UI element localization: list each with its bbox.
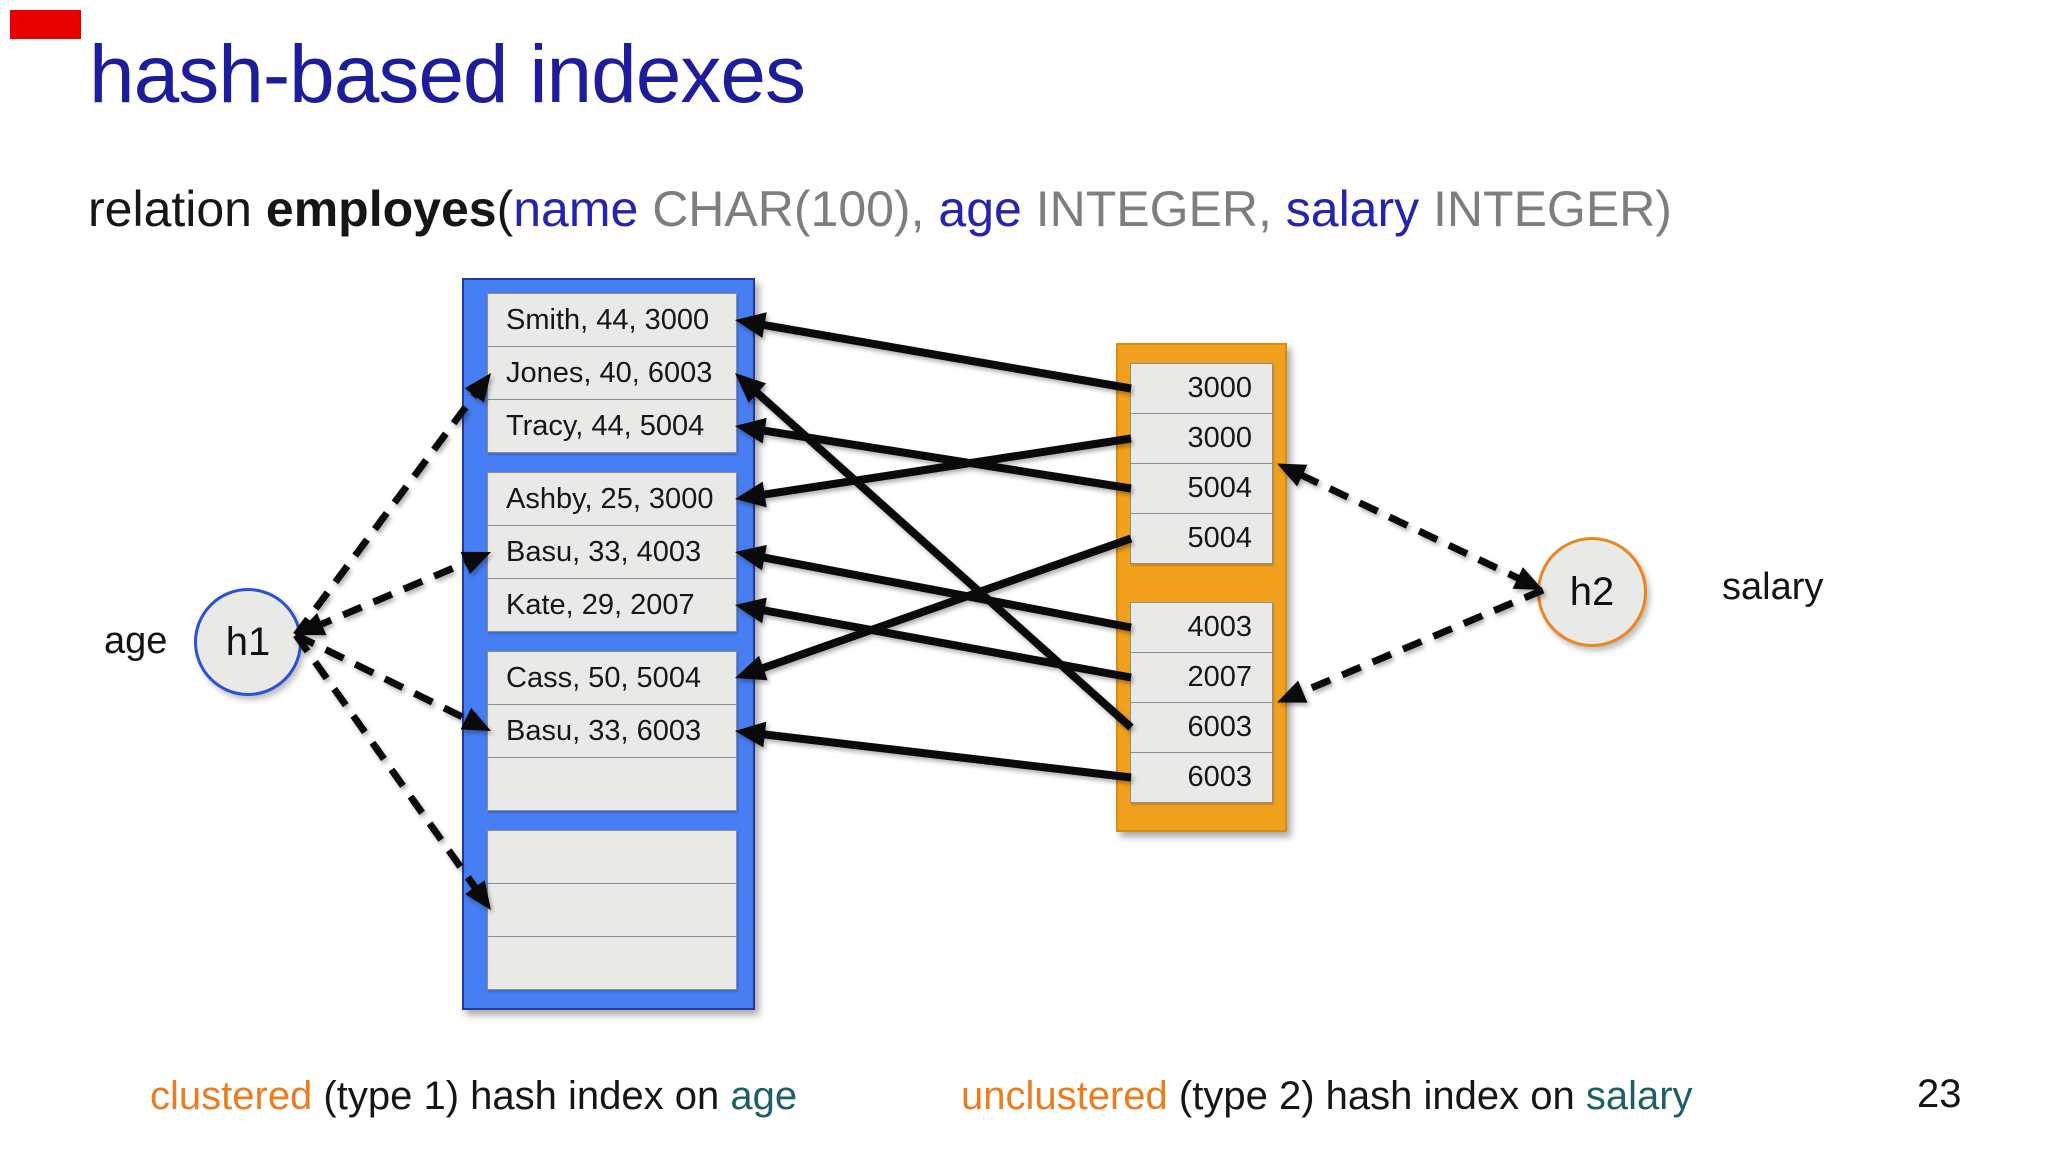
text-segment-black: (type 1) hash index on	[312, 1074, 731, 1118]
salary-to-record-arrow-line	[752, 534, 1133, 676]
page-number: 23	[1917, 1072, 1962, 1116]
record-cell: Jones, 40, 6003	[487, 346, 737, 400]
recording-indicator	[10, 10, 81, 39]
text-segment-gray: ,	[1257, 181, 1286, 237]
hash-node-h2: h2	[1537, 537, 1647, 647]
text-segment-black: relation	[88, 181, 266, 237]
salary-entry-cell: 5004	[1130, 513, 1273, 564]
text-segment-bold: employes	[265, 181, 497, 237]
salary-to-record-arrow-line	[753, 551, 1132, 632]
salary-to-record-arrow-line	[753, 729, 1132, 782]
salary-to-record-arrow-line	[753, 434, 1132, 501]
h1-to-bucket-arrow-line	[293, 632, 484, 898]
salary-entry-cell: 5004	[1130, 463, 1273, 514]
file-bucket-4	[487, 830, 737, 990]
h1-to-bucket-arrow-line	[311, 555, 476, 632]
text-segment-gray: CHAR(100)	[638, 181, 911, 237]
h1-to-bucket-arrow-line	[293, 385, 483, 638]
text-segment-gray: ,	[910, 181, 939, 237]
salary-entry-cell: 2007	[1130, 652, 1273, 703]
age-key-label: age	[104, 620, 168, 662]
text-segment-black: (type 2) hash index on	[1167, 1074, 1586, 1118]
salary-entry-cell: 4003	[1130, 602, 1273, 653]
text-segment-teal: age	[730, 1074, 798, 1118]
salary-to-record-arrow-line	[753, 604, 1132, 682]
empty-record-cell	[487, 830, 737, 884]
record-cell: Smith, 44, 3000	[487, 293, 737, 347]
salary-to-record-arrow-line	[753, 319, 1132, 393]
text-segment-gray: INTEGER	[1419, 181, 1656, 237]
salary-entry-cell: 3000	[1130, 363, 1273, 414]
hash-node-h1: h1	[194, 588, 302, 696]
record-cell: Basu, 33, 6003	[487, 704, 737, 758]
h2-to-bucket-arrow-line	[1292, 586, 1545, 699]
salary-entry-cell: 6003	[1130, 702, 1273, 753]
h1-label: h1	[225, 619, 271, 664]
empty-record-cell	[487, 883, 737, 937]
slide-title: hash-based indexes	[89, 29, 806, 120]
h2-label: h2	[1569, 569, 1615, 614]
salary-to-record-arrow-line	[746, 383, 1134, 731]
h2-to-bucket-arrow-line	[1291, 468, 1529, 586]
caption-clustered-index: clustered (type 1) hash index on age	[150, 1074, 797, 1119]
record-cell: Tracy, 44, 5004	[487, 399, 737, 453]
text-segment-black: (	[496, 181, 514, 237]
text-segment-orange: unclustered	[961, 1074, 1168, 1118]
caption-unclustered-index: unclustered (type 2) hash index on salar…	[961, 1074, 1693, 1119]
text-segment-orange: clustered	[150, 1074, 313, 1118]
record-cell: Cass, 50, 5004	[487, 651, 737, 705]
text-segment-gray: INTEGER	[1021, 181, 1258, 237]
empty-record-cell	[487, 936, 737, 990]
text-segment-blue: name	[513, 181, 639, 237]
relation-schema: relation employes(name CHAR(100), age IN…	[88, 180, 1672, 238]
empty-record-cell	[487, 757, 737, 811]
record-cell: Ashby, 25, 3000	[487, 472, 737, 526]
text-segment-blue: salary	[1285, 181, 1420, 237]
salary-key-label: salary	[1722, 566, 1824, 608]
text-segment-gray: )	[1655, 181, 1672, 237]
text-segment-blue: age	[938, 181, 1022, 237]
h1-to-bucket-arrow-line	[294, 631, 477, 727]
text-segment-teal: salary	[1585, 1074, 1693, 1118]
record-cell: Kate, 29, 2007	[487, 578, 737, 632]
salary-to-record-arrow-line	[753, 425, 1132, 493]
record-cell: Basu, 33, 4003	[487, 525, 737, 579]
salary-entry-cell: 3000	[1130, 413, 1273, 464]
salary-entry-cell: 6003	[1130, 752, 1273, 803]
